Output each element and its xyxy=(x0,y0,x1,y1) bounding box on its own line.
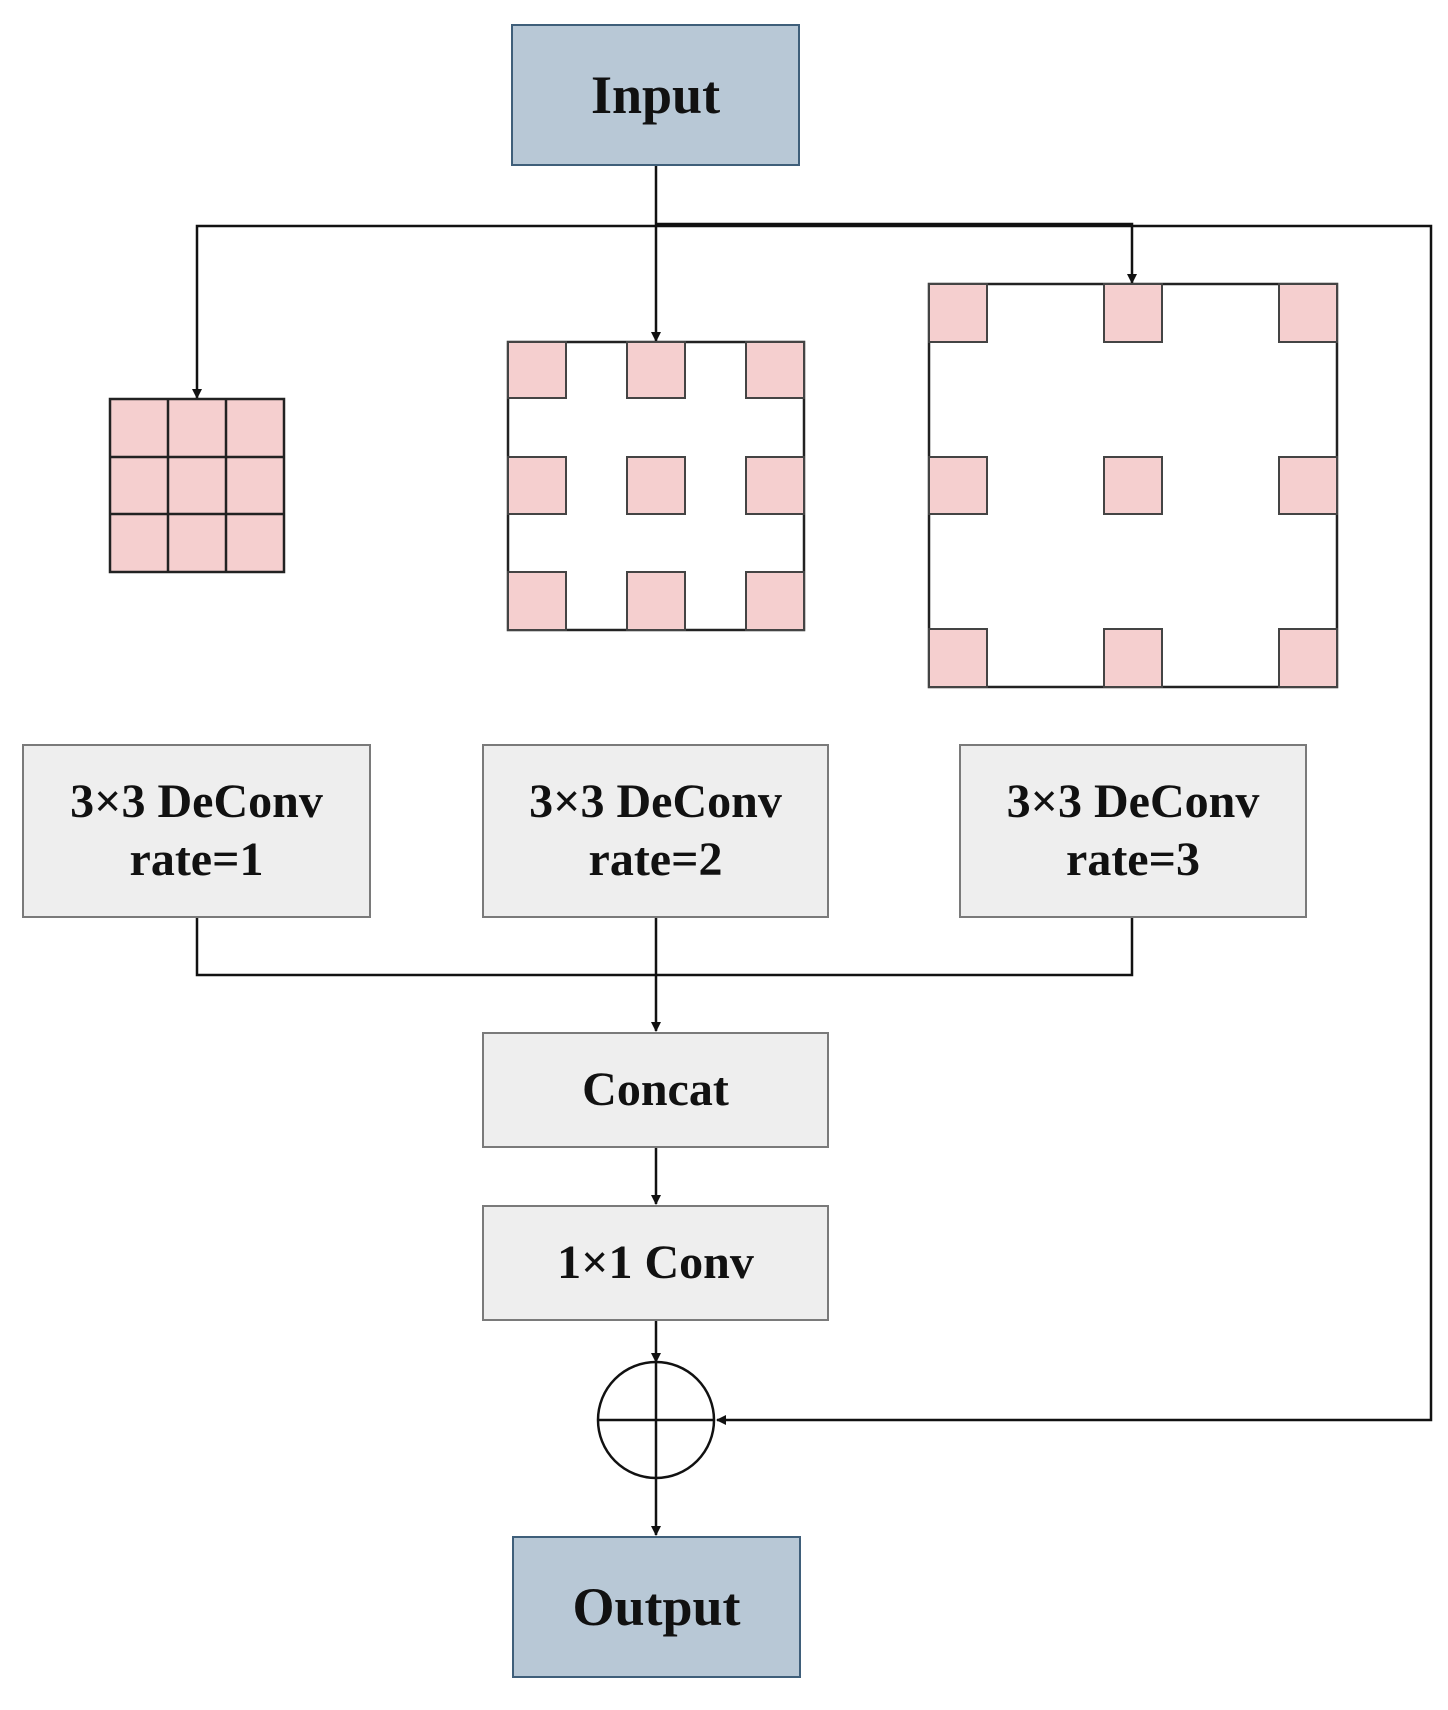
merge-line xyxy=(195,918,1134,977)
deconv-rate3-node: 3×3 DeConv rate=3 xyxy=(959,744,1307,918)
concat-node: Concat xyxy=(482,1032,829,1148)
conv1x1-label: 1×1 Conv xyxy=(557,1236,754,1290)
branch-line-rate1 xyxy=(192,224,656,399)
kernel-rate1 xyxy=(108,397,286,574)
concat-label: Concat xyxy=(582,1063,729,1117)
deconv-rate2-title: 3×3 DeConv xyxy=(529,775,782,829)
deconv-rate3-title: 3×3 DeConv xyxy=(1006,775,1260,829)
input-label: Input xyxy=(590,64,721,125)
kernel-rate3 xyxy=(927,282,1339,689)
deconv-rate1-rate: rate=1 xyxy=(129,833,264,886)
output-node: Output xyxy=(512,1536,801,1678)
deconv-rate3-rate: rate=3 xyxy=(1066,833,1200,886)
deconv-rate1-title: 3×3 DeConv xyxy=(70,775,323,829)
kernel-rate2 xyxy=(506,340,806,632)
circle-plus-icon xyxy=(596,1360,716,1480)
residual-skip-line xyxy=(656,224,1433,1425)
conv1x1-node: 1×1 Conv xyxy=(482,1205,829,1321)
branch-line-rate3 xyxy=(656,222,1137,284)
input-node: Input xyxy=(511,24,800,166)
output-label: Output xyxy=(572,1576,741,1637)
deconv-rate2-rate: rate=2 xyxy=(588,833,723,886)
deconv-rate2-node: 3×3 DeConv rate=2 xyxy=(482,744,829,918)
deconv-rate1-node: 3×3 DeConv rate=1 xyxy=(22,744,371,918)
